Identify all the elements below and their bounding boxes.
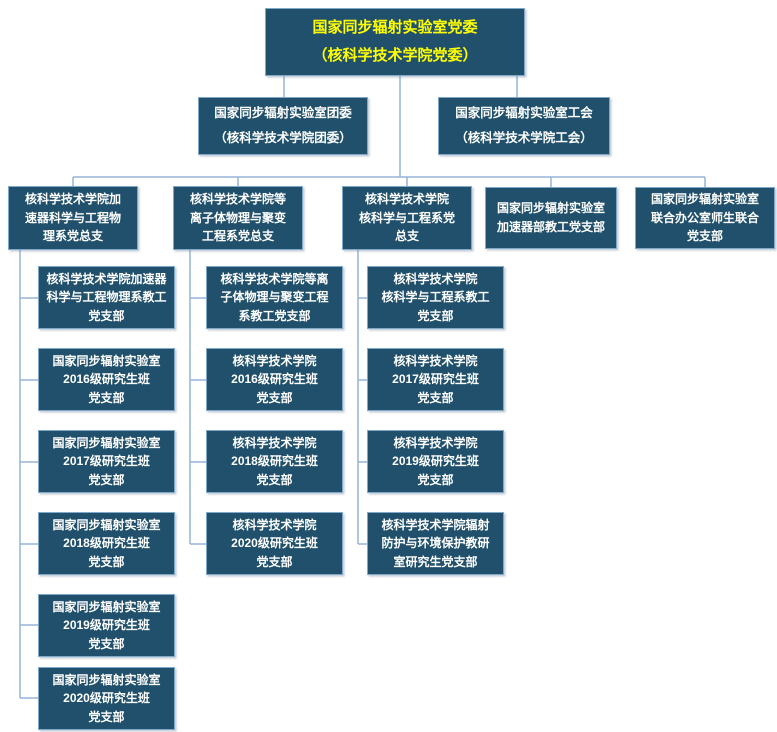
org-node-youth-league: 国家同步辐射实验室团委 （核科学技术学院团委）	[198, 97, 368, 155]
org-node-nsrl-grad-2018-branch: 国家同步辐射实验室 2018级研究生班 党支部	[38, 512, 175, 575]
org-node-nsrl-grad-2017-branch: 国家同步辐射实验室 2017级研究生班 党支部	[38, 430, 175, 493]
org-node-nsrl-grad-2019-branch: 国家同步辐射实验室 2019级研究生班 党支部	[38, 594, 175, 657]
org-node-snst-grad-2019-branch: 核科学技术学院 2019级研究生班 党支部	[367, 430, 504, 493]
org-node-accel-physics-staff-branch: 核科学技术学院加速器 科学与工程物理系教工 党支部	[38, 266, 175, 329]
org-node-snst-grad-2020-branch: 核科学技术学院 2020级研究生班 党支部	[206, 512, 343, 575]
org-node-snst-grad-2016-branch: 核科学技术学院 2016级研究生班 党支部	[206, 348, 343, 411]
org-node-nuclear-engineering-general-branch: 核科学技术学院 核科学与工程系党 总支	[342, 186, 472, 250]
org-node-accel-physics-general-branch: 核科学技术学院加 速器科学与工程物 理系党总支	[8, 186, 138, 250]
org-node-plasma-staff-branch: 核科学技术学院等离 子体物理与聚变工程 系教工党支部	[206, 266, 343, 329]
org-node-snst-grad-2017-branch: 核科学技术学院 2017级研究生班 党支部	[367, 348, 504, 411]
org-node-nsrl-grad-2020-branch: 国家同步辐射实验室 2020级研究生班 党支部	[38, 667, 175, 730]
org-node-joint-office-branch: 国家同步辐射实验室 联合办公室师生联合 党支部	[635, 187, 775, 249]
org-node-labor-union: 国家同步辐射实验室工会 （核科学技术学院工会）	[438, 97, 610, 155]
org-node-radiation-protection-grad-branch: 核科学技术学院辐射 防护与环境保护教研 室研究生党支部	[367, 512, 504, 575]
org-node-party-committee: 国家同步辐射实验室党委 （核科学技术学院党委）	[265, 8, 525, 76]
org-node-nsrl-grad-2016-branch: 国家同步辐射实验室 2016级研究生班 党支部	[38, 348, 175, 411]
org-node-accelerator-staff-branch: 国家同步辐射实验室 加速器部教工党支部	[485, 187, 617, 249]
org-node-plasma-fusion-general-branch: 核科学技术学院等 离子体物理与聚变 工程系党总支	[173, 186, 303, 250]
org-node-snst-grad-2018-branch: 核科学技术学院 2018级研究生班 党支部	[206, 430, 343, 493]
org-node-nuclear-eng-staff-branch: 核科学技术学院 核科学与工程系教工 党支部	[367, 266, 504, 329]
